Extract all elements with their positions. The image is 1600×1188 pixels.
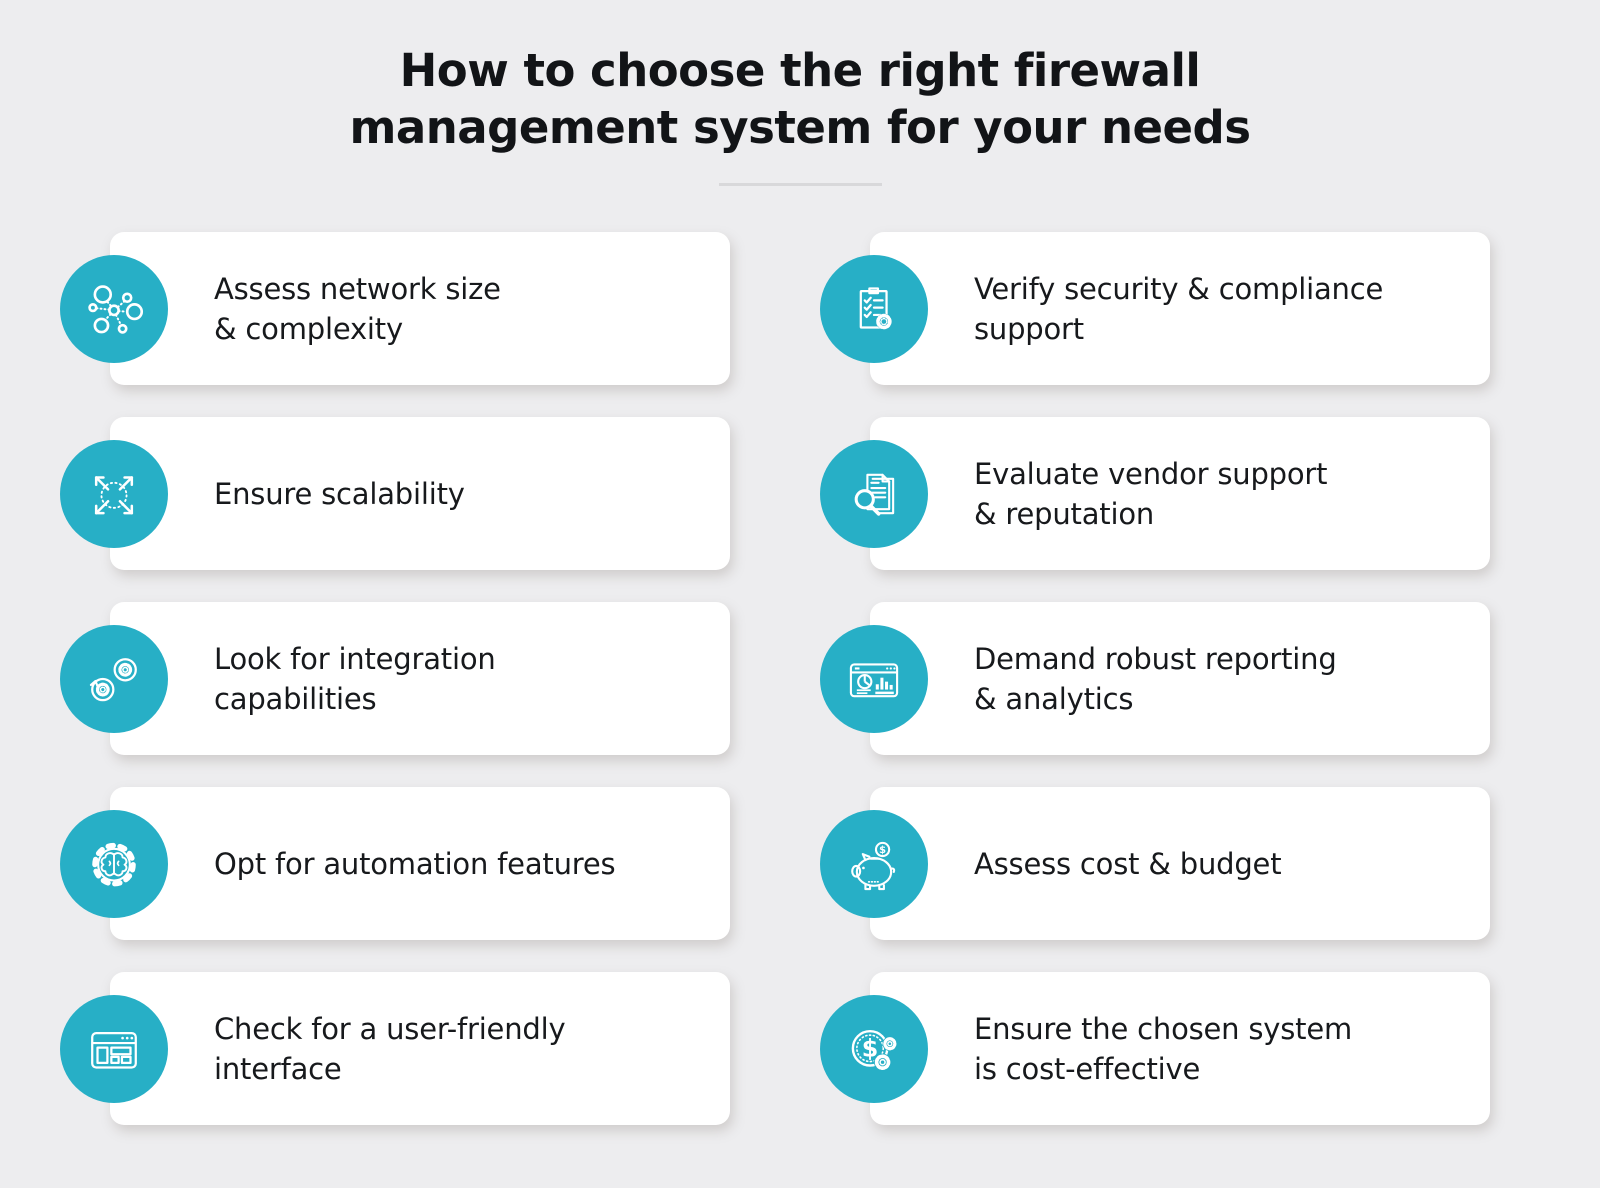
card-title: Evaluate vendor support & reputation xyxy=(974,456,1328,531)
card-integration-capabilities: Look for integration capabilities xyxy=(60,602,730,756)
card-user-friendly-interface: Check for a user-friendly interface xyxy=(60,972,730,1126)
card-automation-features: Opt for automation features xyxy=(60,787,730,941)
card-reporting-analytics: Demand robust reporting & analytics xyxy=(820,602,1490,756)
expand-arrows-icon xyxy=(60,439,168,548)
card-grid: Assess network size & complexity Verify … xyxy=(60,232,1490,1126)
analytics-dashboard-icon xyxy=(820,624,928,733)
card-cost-effective-system: $ Ensure the chosen system is cost-effec… xyxy=(820,972,1490,1126)
card-title: Verify security & compliance support xyxy=(974,271,1384,346)
network-nodes-icon xyxy=(60,254,168,363)
card-ensure-scalability: Ensure scalability xyxy=(60,417,730,571)
page-title: How to choose the right firewall managem… xyxy=(349,44,1251,155)
card-title: Assess cost & budget xyxy=(974,846,1282,881)
card-assess-network-size: Assess network size & complexity xyxy=(60,232,730,386)
automation-brain-gear-icon xyxy=(60,809,168,918)
svg-text:$: $ xyxy=(862,1034,879,1062)
dollar-gears-icon: $ xyxy=(820,994,928,1103)
card-title: Demand robust reporting & analytics xyxy=(974,641,1337,716)
svg-text:$: $ xyxy=(879,845,886,856)
browser-window-icon xyxy=(60,994,168,1103)
card-title: Opt for automation features xyxy=(214,846,616,881)
card-evaluate-vendor-support: Evaluate vendor support & reputation xyxy=(820,417,1490,571)
compliance-checklist-icon xyxy=(820,254,928,363)
card-title: Assess network size & complexity xyxy=(214,271,501,346)
card-assess-cost-budget: $ Assess cost & budget xyxy=(820,787,1490,941)
card-title: Ensure the chosen system is cost-effecti… xyxy=(974,1011,1353,1086)
card-title: Look for integration capabilities xyxy=(214,641,496,716)
integration-gears-icon xyxy=(60,624,168,733)
card-title: Check for a user-friendly interface xyxy=(214,1011,566,1086)
piggy-bank-coin-icon: $ xyxy=(820,809,928,918)
card-title: Ensure scalability xyxy=(214,476,465,511)
title-divider xyxy=(718,183,882,187)
document-search-icon xyxy=(820,439,928,548)
card-verify-security-compliance: Verify security & compliance support xyxy=(820,232,1490,386)
